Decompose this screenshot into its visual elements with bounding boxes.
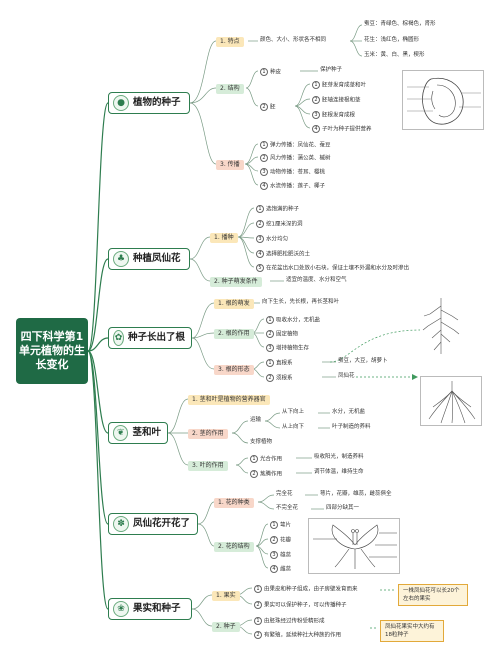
s4-down: 从上向下 [282,424,305,430]
branch-fruit-seed[interactable]: ❀ 果实和种子 [108,598,192,620]
flower-structure-diagram [308,518,400,574]
s5-flower-structure: 2. 花的结构 [214,542,254,552]
s6-seed: 2. 种子 [212,622,240,632]
s1-structure: 2. 结构 [216,84,244,94]
s1-char-item: 花生：浅红色，椭圆形 [364,37,420,43]
s2-germination-text: 适宜的温度、水分和空气 [286,277,347,283]
s6-fruit: 1. 果实 [212,591,240,601]
branch-fruit-seed-title: 果实和种子 [133,603,181,615]
seed-structure-diagram [402,70,484,130]
s5-incomplete: 不完全花 [276,505,299,511]
s5-complete-text: 萼片，花瓣，雄蕊，雌蕊俱全 [320,491,392,497]
seed-icon: ● [113,95,129,111]
s1-characteristics-text: 颜色、大小、形状各不相同 [260,37,327,43]
root-icon: ✿ [113,330,124,346]
branch-seeds[interactable]: ● 植物的种子 [108,92,190,114]
s1-char-item: 蚕豆：青绿色、棕褐色，肾形 [364,21,436,27]
s4-leaf-value: 吸收阳光，制造养料 [314,454,364,460]
s4-down-text: 叶子制造的养料 [332,424,371,430]
s4-organs: 1. 茎和叶是植物的营养器官 [188,395,270,405]
branch-flower[interactable]: ✽ 凤仙花开花了 [108,513,198,535]
s3-germination-text: 向下生长，先长根，再长茎和叶 [262,299,340,305]
branch-flower-title: 凤仙花开花了 [133,518,191,530]
s3-form-value: 凤仙花 [338,373,355,379]
root-title: 四下科学第1单元植物的生长变化 [16,318,88,384]
s3-form-value: 蚕豆，大豆，胡萝卜 [338,358,388,364]
s2-germination: 2. 种子萌发条件 [210,277,262,287]
branch-planting[interactable]: ♣ 种植凤仙花 [108,248,190,270]
s5-flower-types: 1. 花的种类 [214,498,254,508]
branch-stem-leaf[interactable]: ❦ 茎和叶 [108,422,168,444]
leaf-icon: ❦ [113,425,129,441]
s4-support: 支撑植物 [250,439,273,445]
branch-seeds-title: 植物的种子 [133,97,181,109]
s2-sowing: 1. 播种 [210,233,238,243]
s1-characteristics: 1. 特点 [216,37,244,47]
s5-complete: 完全花 [276,491,293,497]
fruit-icon: ❀ [113,601,129,617]
fibrous-root-image [420,376,482,426]
branch-roots[interactable]: ✿ 种子长出了根 [108,327,192,349]
flower-icon: ✽ [113,516,129,532]
s4-leaf-value: 调节体温，维持生命 [314,469,364,475]
s3-form: 3. 根的形态 [214,365,254,375]
s6-note-fruit-count: 一株凤仙花可以长20个左右的果实 [398,584,468,606]
taproot-image [420,296,462,358]
s3-germination: 1. 根的萌发 [214,299,254,309]
s4-transport: 运输 [250,417,262,423]
s1-dispersal: 3. 传播 [216,160,244,170]
branch-roots-title: 种子长出了根 [127,332,185,344]
sprout-icon: ♣ [113,251,129,267]
s1-char-item: 玉米：黄、白、黑，楔形 [364,52,425,58]
s5-incomplete-text: 四部分缺其一 [326,505,360,511]
branch-planting-title: 种植凤仙花 [133,253,181,265]
s4-up-text: 水分，无机盐 [332,409,366,415]
s3-function: 2. 根的作用 [214,329,254,339]
s1-seed-coat-text: 保护种子 [320,67,343,73]
s4-leaf-function: 3. 叶的作用 [188,461,228,471]
s4-stem-function: 2. 茎的作用 [188,429,228,439]
branch-stem-leaf-title: 茎和叶 [132,427,161,439]
s6-note-seed-count: 凤仙花果实中大约有18粒种子 [380,620,444,642]
s4-up: 从下向上 [282,409,305,415]
